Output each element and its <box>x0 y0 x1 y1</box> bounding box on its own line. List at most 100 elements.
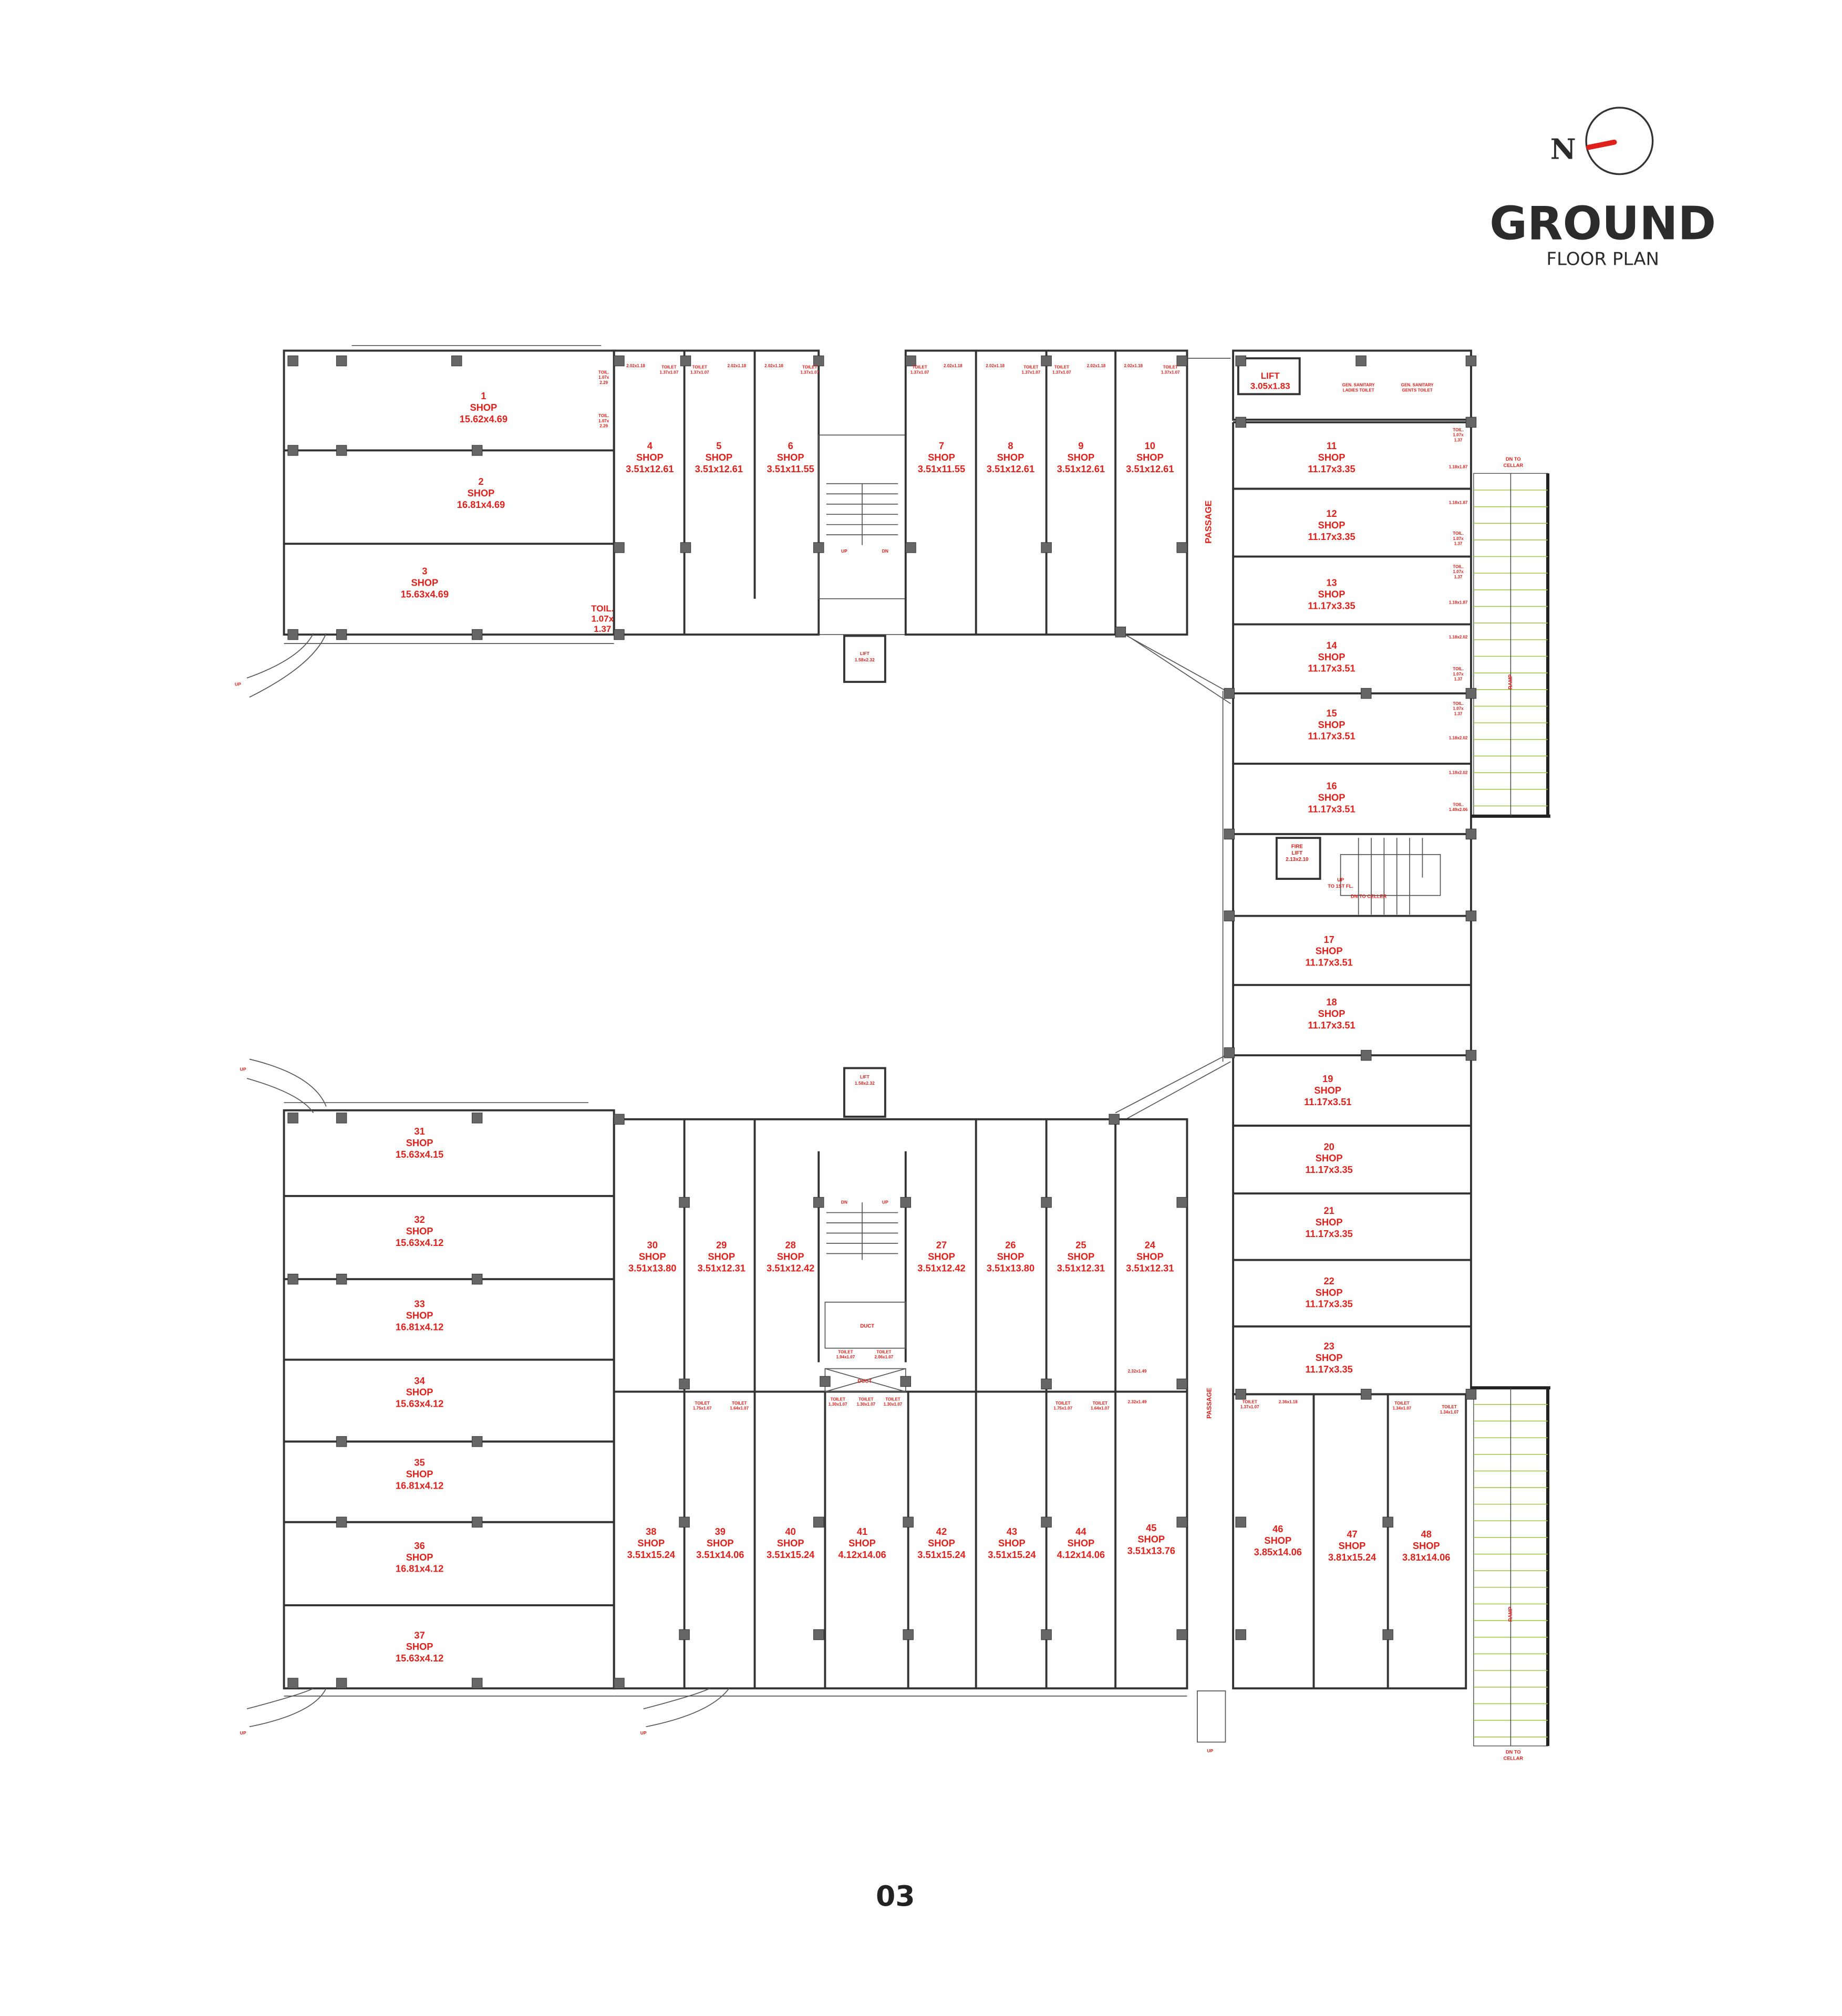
shop-dimensions: 11.17x3.35 <box>1306 1298 1353 1310</box>
column <box>287 1273 298 1285</box>
shop-number: 30 <box>647 1240 658 1251</box>
shop-dimensions: 16.81x4.69 <box>457 499 505 510</box>
shop-type: SHOP <box>406 1469 433 1480</box>
lift-label-line: LIFT <box>1261 371 1280 381</box>
toilet-label-line: TOILET <box>885 1397 900 1401</box>
shop-number: 33 <box>414 1298 425 1310</box>
shop-number: 14 <box>1326 640 1337 651</box>
toilet-label-line: TOILET <box>732 1401 747 1406</box>
shop-dimensions: 3.51x12.31 <box>698 1263 746 1274</box>
column <box>1465 1389 1477 1400</box>
shop-number: 28 <box>785 1240 796 1251</box>
shop-number: 41 <box>857 1526 867 1537</box>
toilet-label-line: 1.37x1.07 <box>800 370 819 375</box>
shop-type: SHOP <box>1316 1352 1343 1363</box>
shop-number: 45 <box>1146 1522 1156 1533</box>
lift-label-line: LIFT <box>860 1074 870 1079</box>
shop-dimensions: 4.12x14.06 <box>1057 1549 1105 1560</box>
shop-dimensions: 3.51x12.31 <box>1126 1263 1174 1274</box>
toilet-label: 1.18x1.87 <box>1449 465 1468 470</box>
toilet-label: 2.02x1.18 <box>986 363 1005 368</box>
plan-subtitle: FLOOR PLAN <box>1546 248 1659 269</box>
column <box>813 542 824 553</box>
column <box>287 445 298 456</box>
shop-dimensions: 11.17x3.35 <box>1308 531 1355 542</box>
shop-dimensions: 3.85x14.06 <box>1254 1546 1302 1557</box>
column <box>1041 542 1052 553</box>
toilet-label-line: TOIL. <box>1453 564 1463 569</box>
shop-type: SHOP <box>777 1251 804 1262</box>
shop-type: SHOP <box>406 1552 433 1563</box>
ramp-label: RAMP <box>1508 1606 1514 1622</box>
shop-number: 42 <box>936 1526 947 1537</box>
toilet-block-label-line: GEN. SANITARY <box>1401 383 1434 388</box>
shop-dimensions: 3.51x11.55 <box>767 463 814 474</box>
toilet-label-line: 1.37x1.07 <box>910 370 929 375</box>
column <box>1361 688 1372 699</box>
shop-dimensions: 3.81x14.06 <box>1402 1552 1450 1563</box>
shop-dimensions: 3.81x15.24 <box>1328 1552 1377 1563</box>
toilet-label-line: 2.02x1.18 <box>1087 363 1106 368</box>
stair-note-label: UP <box>1207 1748 1213 1753</box>
column <box>336 1678 347 1689</box>
shop-dimensions: 15.63x4.15 <box>396 1149 443 1160</box>
stair-note-label: UP <box>240 1066 246 1072</box>
shop-dimensions: 4.12x14.06 <box>838 1549 886 1560</box>
shop-type: SHOP <box>777 1537 804 1549</box>
shop-number: 44 <box>1075 1526 1086 1537</box>
shop-dimensions: 3.51x15.24 <box>988 1549 1036 1560</box>
column <box>1176 1629 1187 1640</box>
shop-dimensions: 15.63x4.69 <box>401 588 449 599</box>
shop-number: 21 <box>1324 1205 1334 1216</box>
toilet-label-line: 1.64x1.07 <box>1091 1406 1110 1411</box>
column <box>813 1516 824 1527</box>
shop-dimensions: 3.51x13.80 <box>628 1263 676 1274</box>
column <box>1224 910 1235 921</box>
toilet-label-line: TOILET <box>661 365 676 370</box>
plan-title: GROUND <box>1489 197 1716 251</box>
toilet-label-line: TOILET <box>838 1349 853 1354</box>
shop-number: 11 <box>1327 440 1337 451</box>
column <box>1109 1114 1120 1125</box>
toilet-label-line: TOIL. <box>1453 531 1463 536</box>
shop-dimensions: 3.51x12.42 <box>917 1263 965 1274</box>
shop-dimensions: 15.63x4.12 <box>396 1398 443 1409</box>
column <box>1465 688 1477 699</box>
toilet-label-line: 1.94x1.07 <box>836 1355 855 1359</box>
column <box>336 629 347 640</box>
toilet-label: 2.02x1.18 <box>1124 363 1143 368</box>
stair-note-label: DN <box>841 1200 847 1205</box>
toilet-label-line: 1.75x1.07 <box>693 1406 712 1411</box>
north-label: N <box>1550 132 1576 165</box>
column <box>1382 1516 1393 1527</box>
toilet-label-line: 1.07x <box>598 375 609 380</box>
shop-dimensions: 3.51x13.80 <box>987 1263 1034 1274</box>
toilet-label-line: TOILET <box>692 365 707 370</box>
shop-type: SHOP <box>777 452 804 463</box>
shop-type: SHOP <box>1318 1008 1346 1019</box>
stair-note-label-line: DN <box>882 548 888 554</box>
toilet-label-line: TOILET <box>1442 1405 1456 1409</box>
shop-number: 12 <box>1326 508 1337 519</box>
shop-number: 38 <box>646 1526 656 1537</box>
